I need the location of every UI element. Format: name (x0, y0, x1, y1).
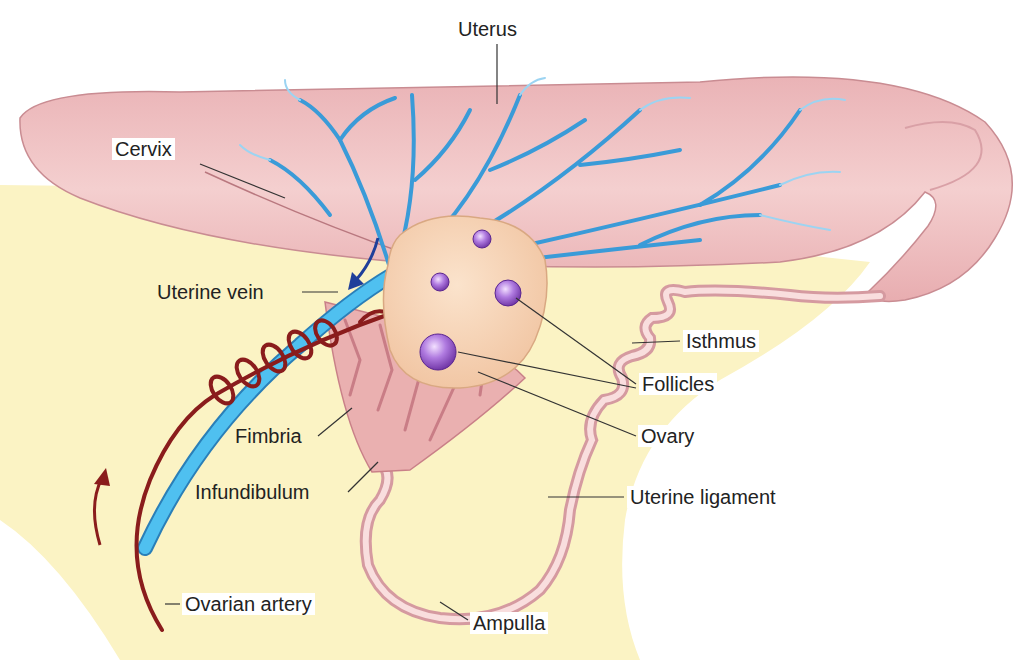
part-label: Ampulla (470, 612, 548, 634)
flow-arrow (94, 478, 102, 545)
part-label: Uterine ligament (627, 486, 779, 508)
flow-arrow (356, 238, 378, 280)
part-label: Isthmus (683, 330, 759, 352)
horn-fold (905, 122, 982, 190)
leader-lines (165, 44, 680, 620)
ovarian-artery (137, 311, 395, 630)
part-label: Cervix (112, 138, 175, 160)
part-label: Uterus (455, 18, 520, 40)
flow-arrowhead (94, 468, 110, 486)
flow-arrowhead (348, 272, 364, 290)
part-label: Follicles (639, 373, 717, 395)
part-label: Ovary (638, 425, 697, 447)
follicle-circles (420, 230, 521, 370)
part-label: Ovarian artery (182, 593, 315, 615)
part-label: Uterine vein (154, 281, 267, 303)
uterine-vein (145, 78, 845, 548)
part-label: Infundibulum (192, 481, 313, 503)
oviduct (366, 290, 880, 619)
part-label: Fimbria (232, 425, 305, 447)
